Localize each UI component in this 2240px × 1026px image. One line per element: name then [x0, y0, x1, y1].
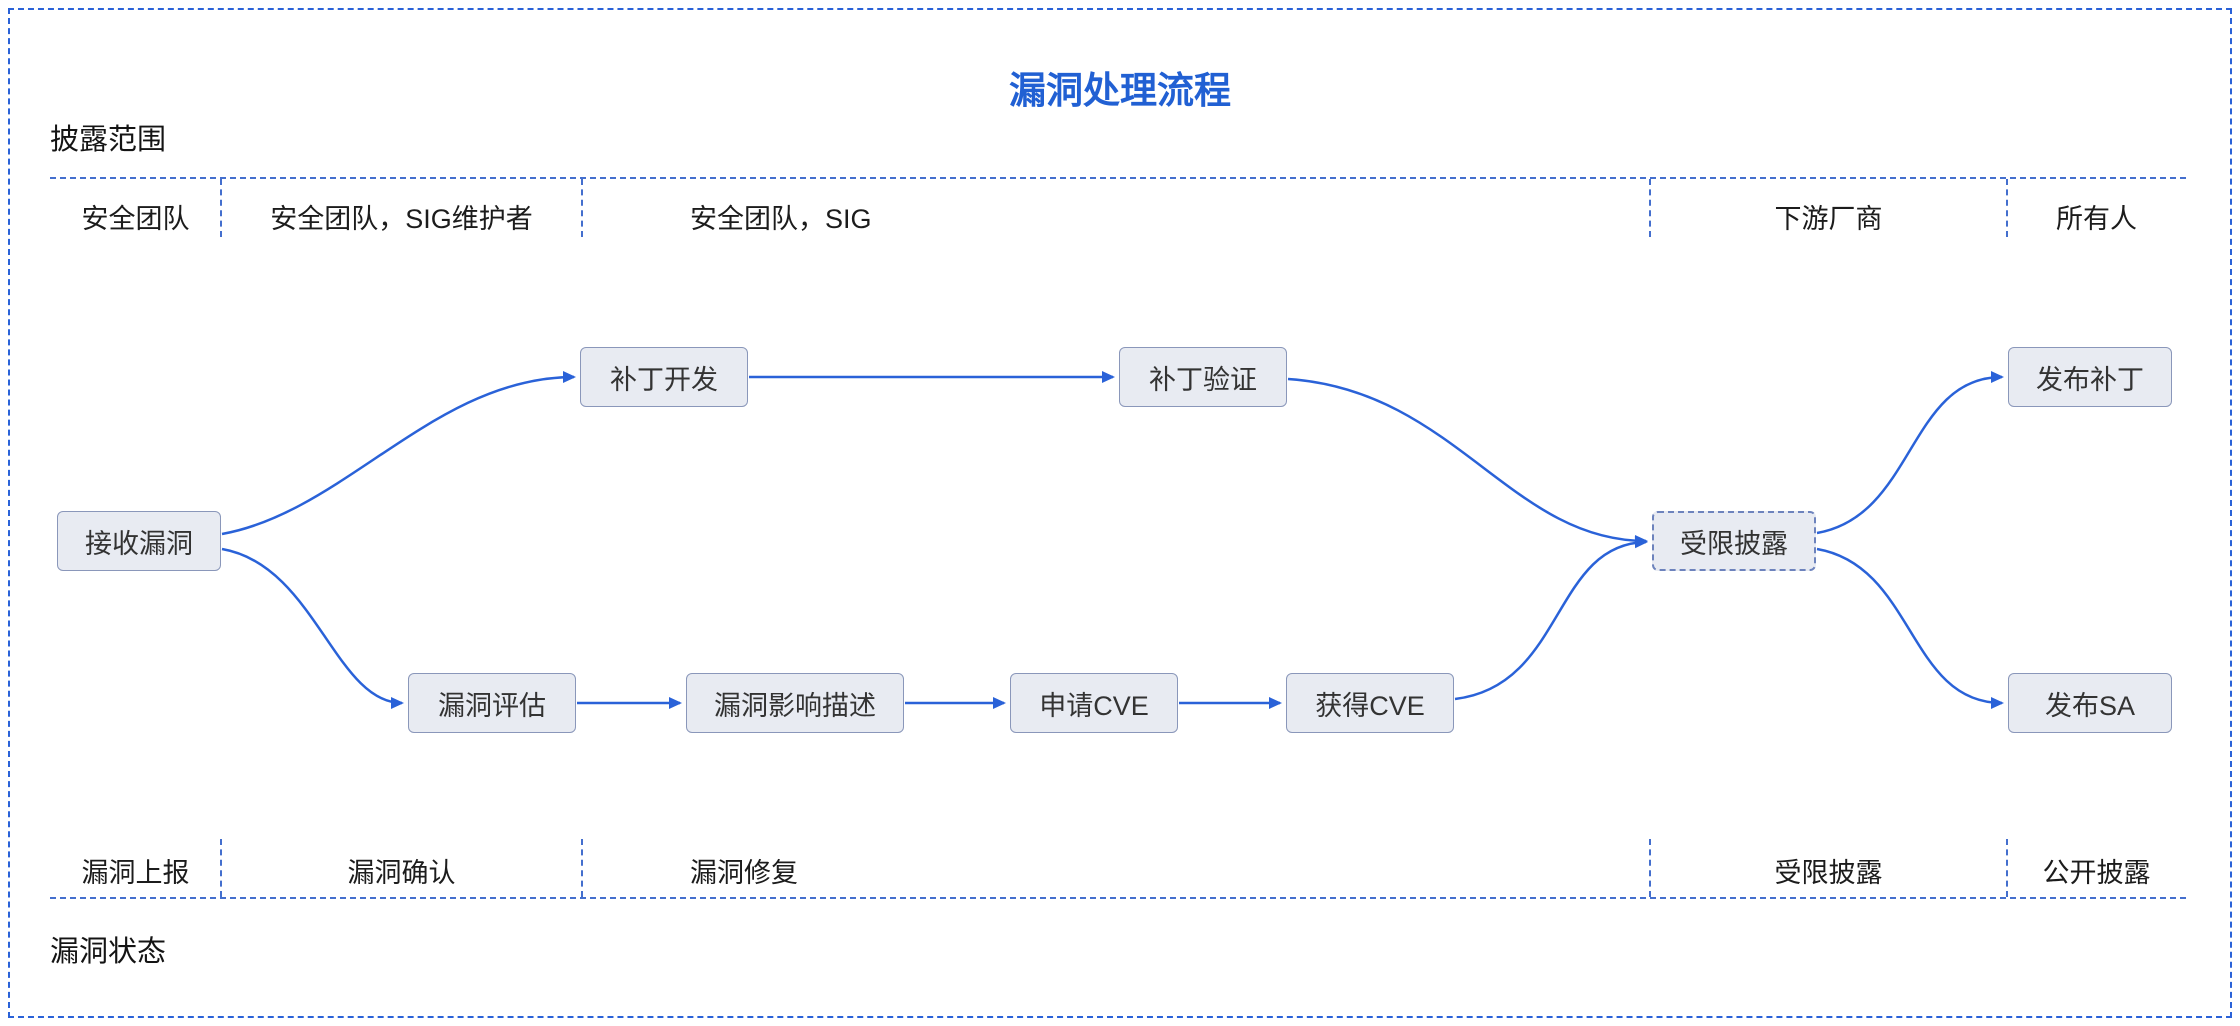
- lane-bottom-vuln-report: 漏洞上报: [81, 858, 190, 888]
- top-lane-separator-2: [581, 179, 583, 237]
- edge-receive-to-assess: [221, 547, 404, 709]
- bottom-axis-label: 漏洞状态: [50, 936, 167, 968]
- top-lane-divider-line: [50, 177, 2186, 179]
- top-lane-separator-1: [220, 179, 222, 237]
- node-get-cve: 获得CVE: [1286, 673, 1454, 733]
- lane-bottom-restricted-disclosure: 受限披露: [1774, 858, 1883, 888]
- lane-top-everyone: 所有人: [2056, 204, 2137, 234]
- top-axis-label: 披露范围: [50, 124, 167, 156]
- top-lane-separator-3: [1649, 179, 1651, 237]
- bottom-lane-separator-4: [2006, 839, 2008, 897]
- edge-restricted-to-release-patch: [1816, 371, 2004, 535]
- node-release-sa: 发布SA: [2008, 673, 2172, 733]
- diagram-title: 漏洞处理流程: [1009, 70, 1231, 111]
- edge-restricted-to-release-sa: [1816, 547, 2004, 709]
- edge-patch-verify-to-restricted: [1287, 377, 1648, 547]
- lane-bottom-public-disclosure: 公开披露: [2042, 858, 2151, 888]
- lane-bottom-vuln-fix: 漏洞修复: [690, 858, 798, 888]
- bottom-lane-separator-1: [220, 839, 222, 897]
- node-receive-vulnerability: 接收漏洞: [57, 511, 221, 571]
- lane-top-downstream-vendors: 下游厂商: [1774, 204, 1883, 234]
- node-vulnerability-assessment: 漏洞评估: [408, 673, 576, 733]
- bottom-lane-divider-line: [50, 897, 2186, 899]
- node-patch-development: 补丁开发: [580, 347, 748, 407]
- top-lane-separator-4: [2006, 179, 2008, 237]
- edge-get-cve-to-restricted: [1454, 536, 1648, 701]
- lane-top-security-team-sig-maintainers: 安全团队，SIG维护者: [270, 204, 533, 234]
- node-release-patch: 发布补丁: [2008, 347, 2172, 407]
- lane-bottom-vuln-confirm: 漏洞确认: [347, 858, 456, 888]
- node-impact-description: 漏洞影响描述: [686, 673, 904, 733]
- node-restricted-disclosure: 受限披露: [1652, 511, 1816, 571]
- node-apply-cve: 申请CVE: [1010, 673, 1178, 733]
- bottom-lane-separator-3: [1649, 839, 1651, 897]
- lane-top-security-team-sig: 安全团队，SIG: [690, 204, 872, 234]
- lane-top-security-team: 安全团队: [81, 204, 190, 234]
- node-patch-verification: 补丁验证: [1119, 347, 1287, 407]
- edge-receive-to-patch-dev: [221, 371, 576, 536]
- bottom-lane-separator-2: [581, 839, 583, 897]
